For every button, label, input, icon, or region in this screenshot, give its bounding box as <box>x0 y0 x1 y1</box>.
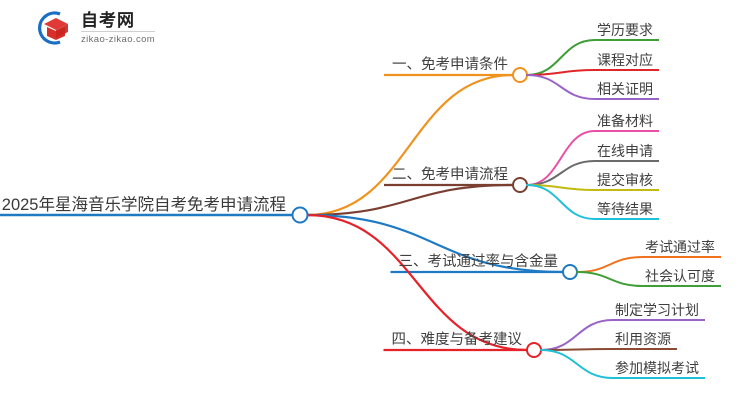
leaf-label-2-4[interactable]: 等待结果 <box>597 201 653 217</box>
logo-name: 自考网 <box>81 12 156 32</box>
leaf-label-1-1[interactable]: 学历要求 <box>597 22 653 38</box>
leaf-label-1-2[interactable]: 课程对应 <box>597 52 653 68</box>
leaf-label-2-3[interactable]: 提交审核 <box>597 172 653 188</box>
leaf-label-1-3[interactable]: 相关证明 <box>597 81 653 97</box>
leaf-label-3-2[interactable]: 社会认可度 <box>645 268 715 284</box>
leaf-label-2-1[interactable]: 准备材料 <box>597 113 653 129</box>
leaf-label-2-2[interactable]: 在线申请 <box>597 143 653 159</box>
graduation-cap-icon <box>30 8 74 48</box>
root-node-label[interactable]: 2025年星海音乐学院自考免考申请流程 <box>1 195 286 214</box>
branch-label-1[interactable]: 一、免考申请条件 <box>392 56 508 73</box>
branch-label-4[interactable]: 四、难度与备考建议 <box>391 331 523 348</box>
site-logo[interactable]: 自考网 zikao-zikao.com <box>30 8 156 48</box>
leaf-label-4-1[interactable]: 制定学习计划 <box>615 302 699 318</box>
logo-text-block: 自考网 zikao-zikao.com <box>81 12 156 45</box>
leaf-label-3-1[interactable]: 考试通过率 <box>645 239 715 255</box>
branch-label-2[interactable]: 二、免考申请流程 <box>392 166 508 183</box>
branch-label-3[interactable]: 三、考试通过率与含金量 <box>398 253 559 270</box>
leaf-label-4-2[interactable]: 利用资源 <box>615 331 671 347</box>
leaf-label-4-3[interactable]: 参加模拟考试 <box>615 360 699 376</box>
logo-domain: zikao-zikao.com <box>81 33 156 45</box>
